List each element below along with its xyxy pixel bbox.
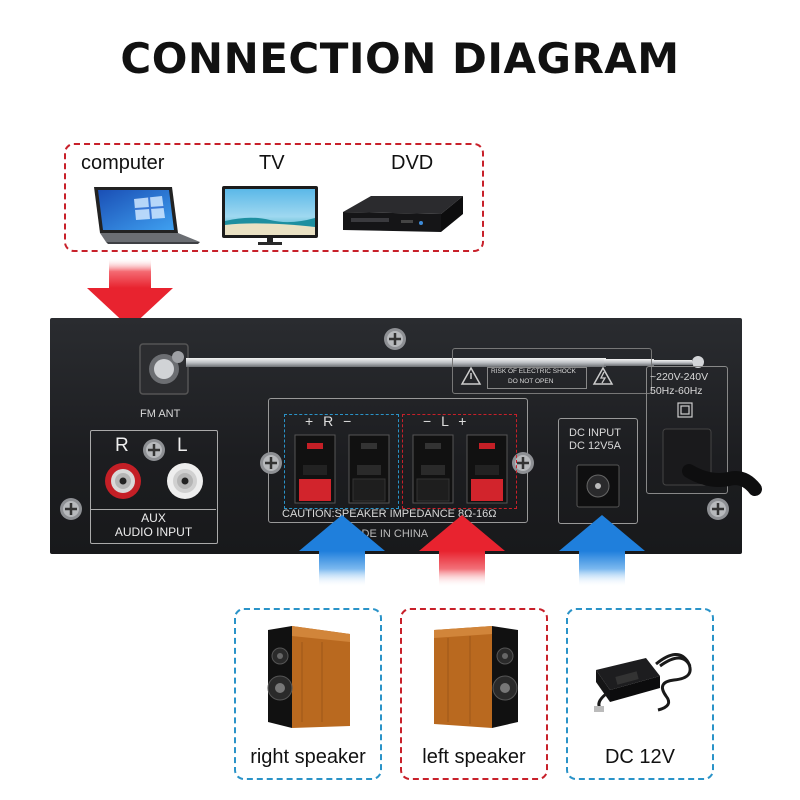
audio-input-label: AUDIO INPUT	[114, 525, 193, 539]
caution-impedance-label: CAUTION:SPEAKER IMPEDANCE 8Ω-16Ω	[282, 508, 497, 520]
spring-clip-red[interactable]	[293, 434, 337, 504]
lightning-icon	[592, 366, 614, 385]
right-speaker-label: right speaker	[250, 746, 366, 768]
screw-icon	[384, 328, 406, 350]
speaker-left-polarity: − L +	[423, 413, 470, 429]
warning-text-2: DO NOT OPEN	[508, 378, 554, 385]
aux-r-label: R	[115, 435, 129, 456]
dc-jack[interactable]	[575, 463, 621, 509]
source-label-computer: computer	[81, 152, 165, 174]
screw-icon	[707, 498, 729, 520]
rca-jack-right-red[interactable]	[103, 461, 143, 501]
spring-clip-black[interactable]	[347, 434, 391, 504]
power-cord-icon[interactable]	[659, 425, 762, 505]
screw-icon	[143, 439, 165, 461]
amplifier-rear-panel: FM ANT RISK OF ELECTRIC SHOCK DO NOT OPE…	[50, 318, 762, 554]
dc-input-section: DC INPUT DC 12V5A	[558, 418, 638, 524]
dc-rating-label: DC 12V5A	[569, 440, 621, 452]
aux-l-label: L	[177, 435, 188, 456]
right-speaker-arrow-blue	[299, 515, 385, 587]
dc-power-arrow-blue	[559, 515, 645, 587]
left-speaker-box: left speaker	[400, 608, 548, 780]
warning-triangle-icon	[460, 366, 482, 385]
speaker-terminal-right[interactable]: + R −	[284, 413, 399, 509]
speaker-icon	[267, 626, 350, 728]
dc-adapter-box: DC 12V	[566, 608, 714, 780]
aux-label: AUX	[141, 511, 166, 525]
right-speaker-box: right speaker	[234, 608, 382, 780]
dvd-player-icon	[343, 196, 463, 232]
spring-clip-red[interactable]	[465, 434, 509, 504]
speaker-right-polarity: + R −	[305, 413, 355, 429]
screw-icon	[260, 452, 282, 474]
input-arrow-red	[87, 258, 173, 328]
warning-label: RISK OF ELECTRIC SHOCK DO NOT OPEN	[452, 348, 652, 394]
aux-audio-input: R L AUX AUDIO INPUT	[90, 430, 218, 544]
source-label-tv: TV	[259, 152, 285, 174]
screw-icon	[512, 452, 534, 474]
fm-ant-label: FM ANT	[140, 408, 181, 420]
left-speaker-label: left speaker	[422, 746, 526, 768]
source-label-dvd: DVD	[391, 152, 434, 174]
speaker-icon	[434, 626, 518, 728]
ac-input-section: ~220V-240V 50Hz-60Hz	[646, 366, 762, 496]
power-adapter-icon	[594, 653, 692, 712]
dc-input-label: DC INPUT	[569, 427, 621, 439]
left-speaker-arrow-red	[419, 515, 505, 587]
screw-icon	[60, 498, 82, 520]
speaker-terminal-left[interactable]: − L +	[402, 413, 517, 509]
dc-adapter-label: DC 12V	[604, 746, 676, 768]
rca-jack-left-white[interactable]	[165, 461, 205, 501]
ac-voltage-label: ~220V-240V	[650, 371, 709, 383]
fm-antenna-connector[interactable]	[138, 342, 758, 402]
page-title: CONNECTION DIAGRAM	[120, 34, 680, 83]
warning-text-1: RISK OF ELECTRIC SHOCK	[491, 368, 576, 375]
laptop-icon	[94, 187, 200, 244]
double-insulation-icon	[677, 402, 693, 418]
ac-frequency-label: 50Hz-60Hz	[650, 385, 703, 397]
source-devices-box: computer TV DVD	[64, 143, 484, 252]
tv-icon	[222, 186, 318, 245]
spring-clip-black[interactable]	[411, 434, 455, 504]
